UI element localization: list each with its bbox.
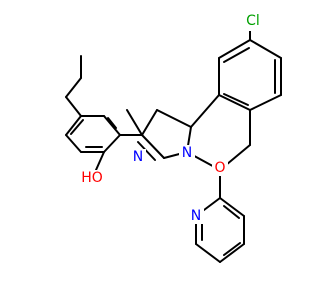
bond — [190, 94, 220, 128]
ring-oxygen-atom-label: O — [214, 160, 225, 176]
bond — [65, 134, 82, 153]
bond — [65, 96, 82, 117]
bond — [156, 109, 192, 128]
bond — [65, 115, 82, 136]
bond — [141, 109, 158, 136]
atom-label-background — [80, 170, 104, 186]
bond — [65, 77, 82, 98]
bond — [107, 117, 117, 129]
bond — [219, 197, 245, 217]
molecule-drawing: Cl N N O N HO — [65, 13, 282, 263]
bond — [223, 93, 249, 106]
atom-label-background — [130, 149, 146, 165]
atom-labels: Cl N N O N HO — [80, 13, 266, 224]
atom-label-background — [179, 145, 195, 161]
bond — [223, 47, 250, 63]
bridge-nitrogen-atom-label: N — [182, 145, 192, 161]
bond — [219, 243, 245, 263]
bond — [103, 115, 121, 136]
bond — [126, 109, 143, 136]
bond — [223, 242, 241, 256]
bond — [103, 134, 121, 153]
atom-label-background — [212, 160, 228, 176]
atom-label-background — [240, 13, 266, 31]
hydroxyl-atom-label: HO — [81, 170, 103, 186]
bond — [249, 94, 282, 111]
bond — [223, 205, 240, 219]
chlorine-atom-label: Cl — [246, 13, 260, 29]
bond — [195, 243, 221, 263]
bonds — [65, 30, 282, 263]
pyrazole-nitrogen-atom-label: N — [133, 149, 143, 165]
bond — [137, 141, 156, 161]
bond — [70, 119, 84, 135]
chemical-structure-canvas: Cl N N O N HO — [65, 13, 282, 263]
pyridine-nitrogen-atom-label: N — [191, 208, 201, 224]
atom-label-background — [188, 208, 204, 224]
bond — [249, 39, 282, 59]
bond — [95, 151, 105, 171]
bond — [218, 94, 251, 111]
bond — [218, 39, 251, 59]
bond — [141, 134, 165, 159]
